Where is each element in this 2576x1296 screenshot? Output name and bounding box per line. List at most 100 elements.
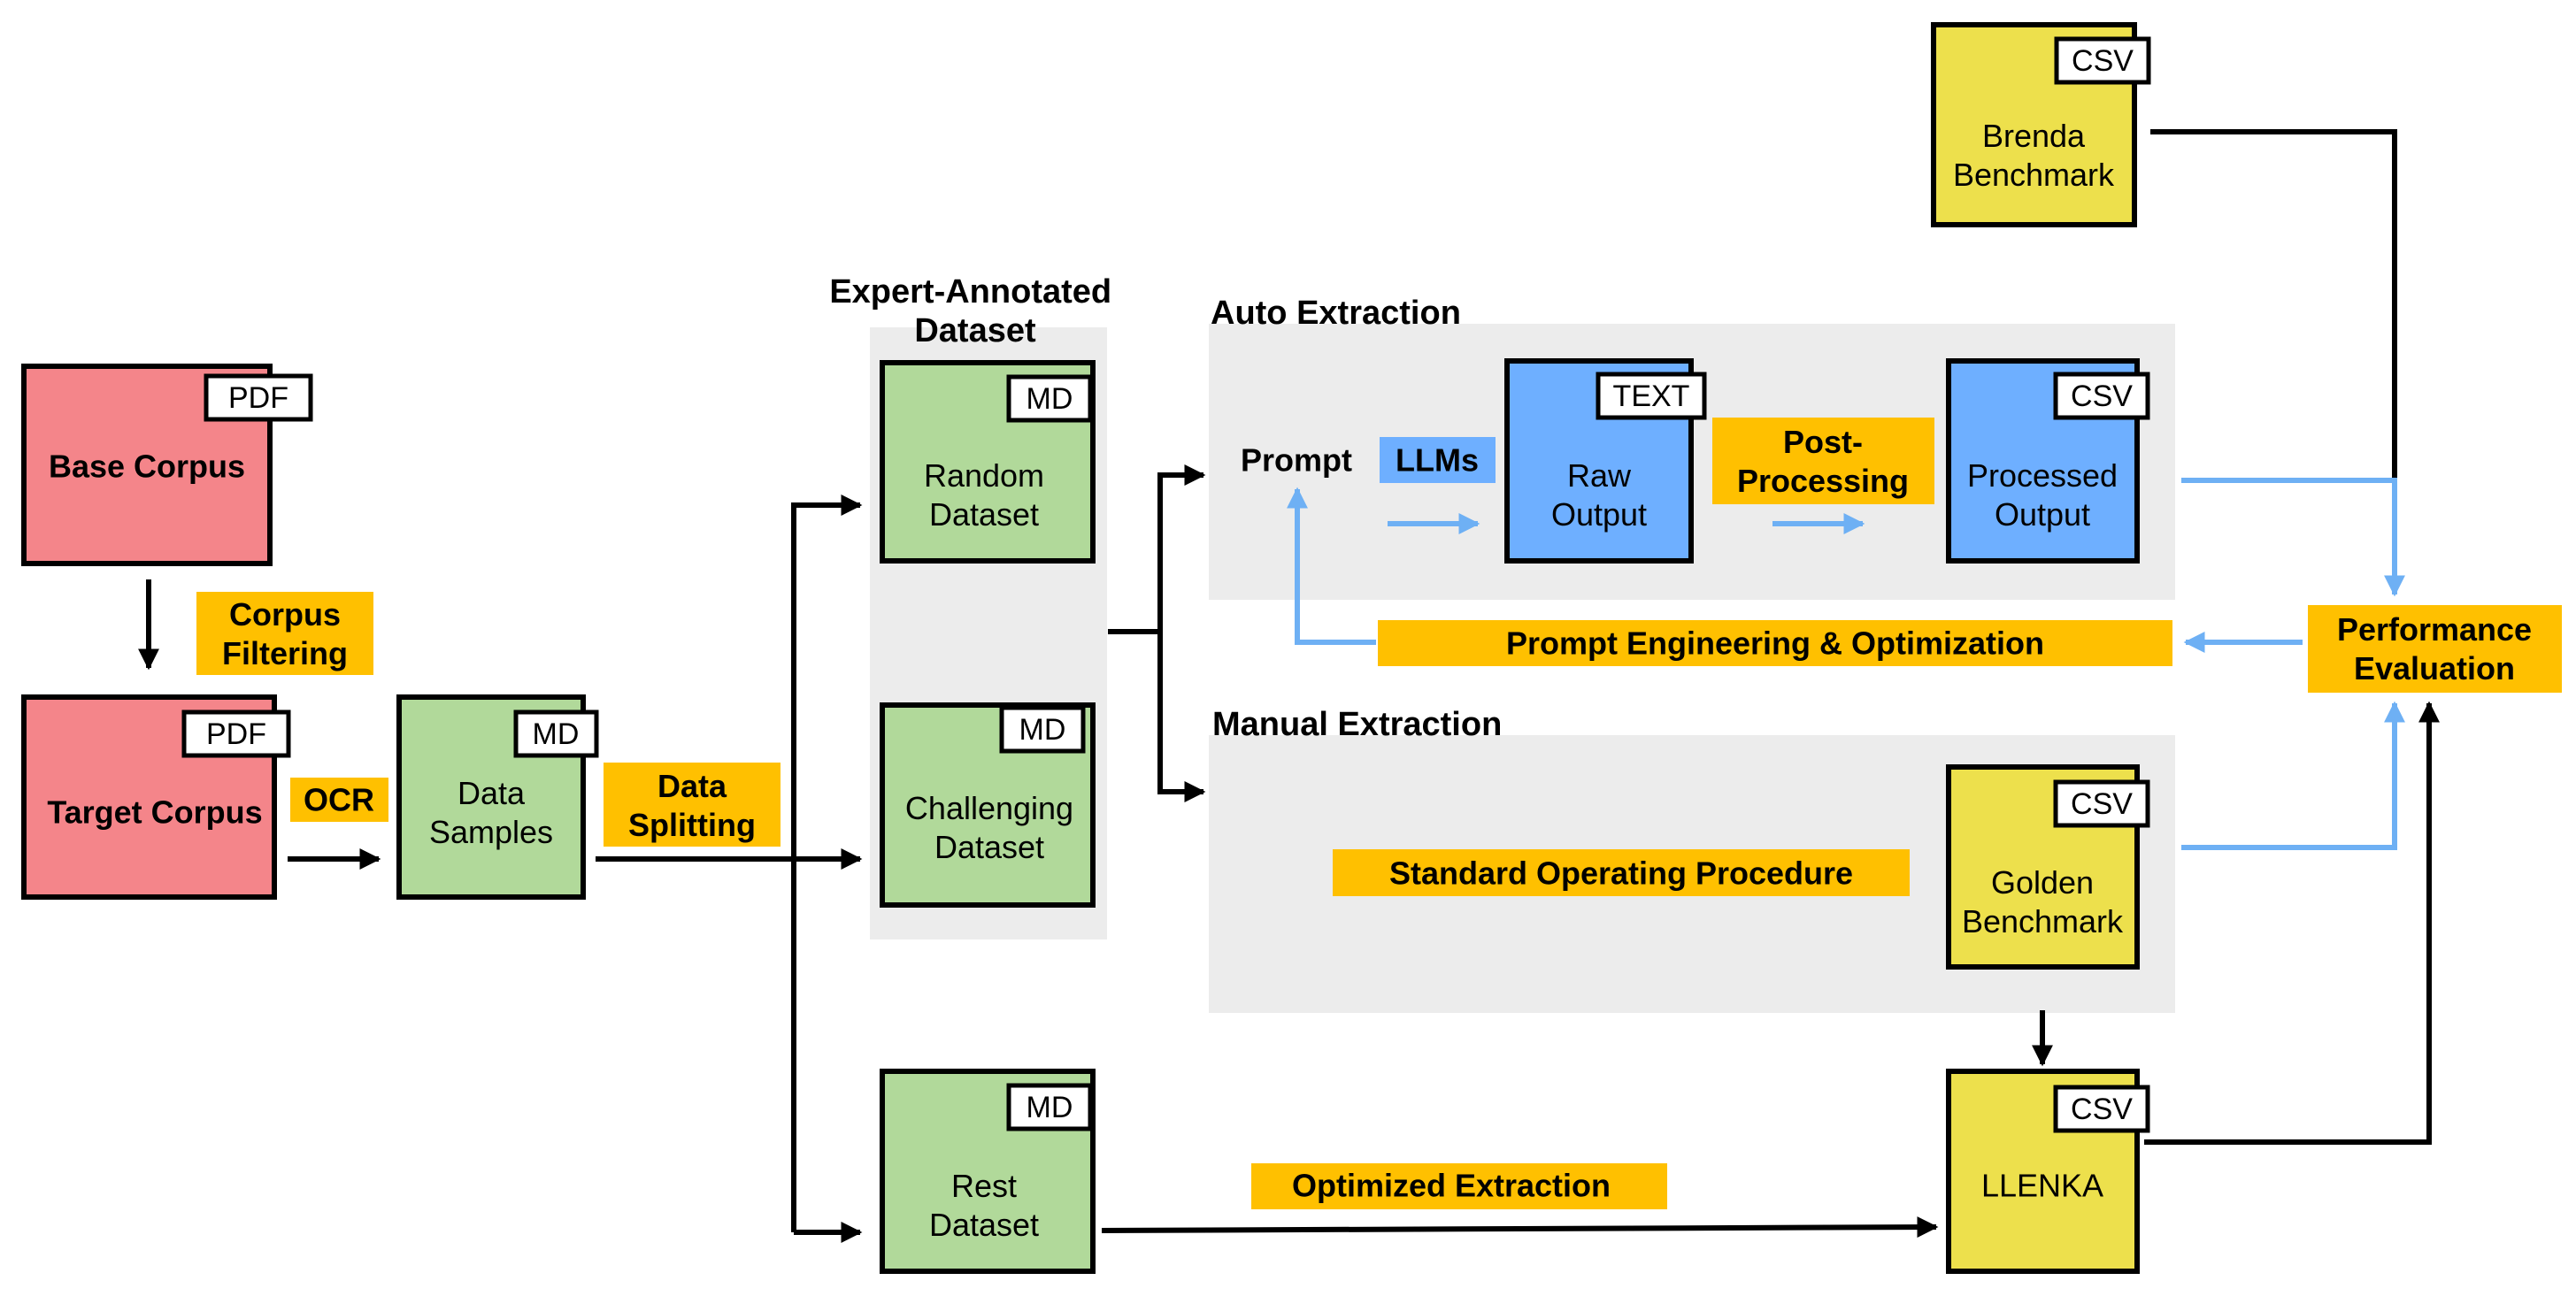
prompt-label: Prompt <box>1241 442 1352 479</box>
arrow-brenda-to-eval <box>2150 129 2397 483</box>
arrow-processed-to-eval <box>2181 478 2405 597</box>
post-processing-label: Post-Processing <box>1737 424 1909 499</box>
llms-node: LLMs <box>1380 437 1496 483</box>
data-samples-label-line: Samples <box>429 814 553 850</box>
base-corpus-tag-box <box>204 373 313 422</box>
brenda-benchmark-tag: CSV <box>2072 44 2134 78</box>
prompt-engineering-bg <box>1378 620 2172 666</box>
prompt-engineering-label: Prompt Engineering & Optimization <box>1506 625 2044 662</box>
corpus-filtering-bg <box>196 592 373 675</box>
performance-evaluation-bg <box>2308 605 2562 693</box>
prompt-engineering-node: Prompt Engineering & Optimization <box>1378 620 2172 666</box>
ocr-bg <box>290 778 388 822</box>
performance-evaluation-label-line: Evaluation <box>2354 650 2515 686</box>
target-corpus-label: Target Corpus <box>47 794 262 831</box>
random-dataset-tag: MD <box>1027 382 1073 416</box>
sop-bg <box>1333 849 1910 896</box>
brenda-benchmark-tag-box <box>2054 36 2151 85</box>
llenka-label: LLENKA <box>1981 1168 2103 1204</box>
challenging-dataset-label-line: Challenging <box>905 790 1073 826</box>
raw-output-tag-box <box>1596 372 1707 420</box>
base-corpus-label: Base Corpus <box>49 449 245 485</box>
random-dataset-label-line: Dataset <box>929 496 1039 533</box>
expert-annotated-title-line1: Expert-Annotated <box>829 273 1111 311</box>
optimized-extraction-label: Optimized Extraction <box>1292 1168 1611 1204</box>
processed-output-tag-box <box>2053 372 2150 420</box>
post-processing-bg <box>1712 418 1934 504</box>
post-processing-label-line: Processing <box>1737 463 1909 499</box>
brenda-benchmark-label-line: Brenda <box>1982 118 2086 154</box>
data-samples-label-line: Data <box>458 775 526 811</box>
target-corpus-tag: PDF <box>206 717 266 751</box>
expert-annotated-title: Expert-Annotated Dataset <box>829 273 1120 349</box>
data-splitting-label-line: Data <box>657 768 727 804</box>
sop-node: Standard Operating Procedure <box>1333 849 1910 896</box>
raw-output-label-line: Output <box>1551 496 1647 533</box>
ocr-node: OCR <box>290 778 388 822</box>
auto-extraction-title: Auto Extraction <box>1211 295 1461 332</box>
post-processing-label-line: Post- <box>1783 424 1863 460</box>
processed-output-label-line: Processed <box>1967 457 2118 494</box>
sop-label: Standard Operating Procedure <box>1389 855 1853 892</box>
corpus-filtering-label-line: Corpus <box>229 596 341 633</box>
rest-dataset-tag-box <box>1006 1083 1093 1131</box>
llenka-node: CSV LLENKA <box>1946 1069 2150 1274</box>
data-splitting-bg <box>604 763 780 847</box>
optimized-extraction-bg <box>1251 1163 1667 1209</box>
arrow-llenka-to-eval <box>2144 701 2440 1145</box>
raw-output-tag: TEXT <box>1613 380 1690 413</box>
challenging-dataset-label-line: Dataset <box>934 829 1044 865</box>
blue-arrows <box>1287 478 2405 850</box>
post-processing-node: Post-Processing <box>1712 418 1934 504</box>
llms-label: LLMs <box>1396 442 1479 479</box>
base-corpus-tag: PDF <box>228 381 288 415</box>
processed-output-tag: CSV <box>2071 380 2133 413</box>
golden-benchmark-label-line: Benchmark <box>1962 903 2124 939</box>
corpus-filtering-label-line: Filtering <box>222 635 348 671</box>
target-corpus-node: PDF Target Corpus <box>21 694 291 900</box>
challenging-dataset-tag-box <box>999 705 1086 754</box>
golden-benchmark-label-line: Golden <box>1991 864 2094 901</box>
data-splitting-label-line: Splitting <box>628 807 756 843</box>
black-arrows <box>138 129 2440 1243</box>
data-samples-tag-box <box>513 709 599 758</box>
random-dataset-tag-box <box>1006 374 1093 423</box>
arrow-prompt-eng-to-prompt <box>1287 487 1376 645</box>
base-corpus-node: PDF Base Corpus <box>21 364 313 566</box>
rest-dataset-label-line: Rest <box>951 1168 1017 1204</box>
challenging-dataset-tag: MD <box>1019 713 1066 747</box>
golden-benchmark-tag: CSV <box>2071 787 2133 821</box>
raw-output-label-line: Raw <box>1567 457 1632 494</box>
performance-evaluation-label-line: Performance <box>2337 611 2532 648</box>
golden-benchmark-tag-box <box>2053 779 2150 828</box>
arrow-to-auto <box>1157 464 1206 632</box>
expert-annotated-title-line2: Dataset <box>914 312 1036 349</box>
processed-output-label-line: Output <box>1995 496 2090 533</box>
rest-dataset-tag: MD <box>1027 1091 1073 1124</box>
arrow-to-manual <box>1157 632 1206 802</box>
llenka-tag-box <box>2053 1085 2150 1133</box>
optimized-extraction-node: Optimized Extraction <box>1251 1163 1667 1209</box>
llms-bg <box>1380 437 1496 483</box>
manual-extraction-title: Manual Extraction <box>1212 706 1502 743</box>
